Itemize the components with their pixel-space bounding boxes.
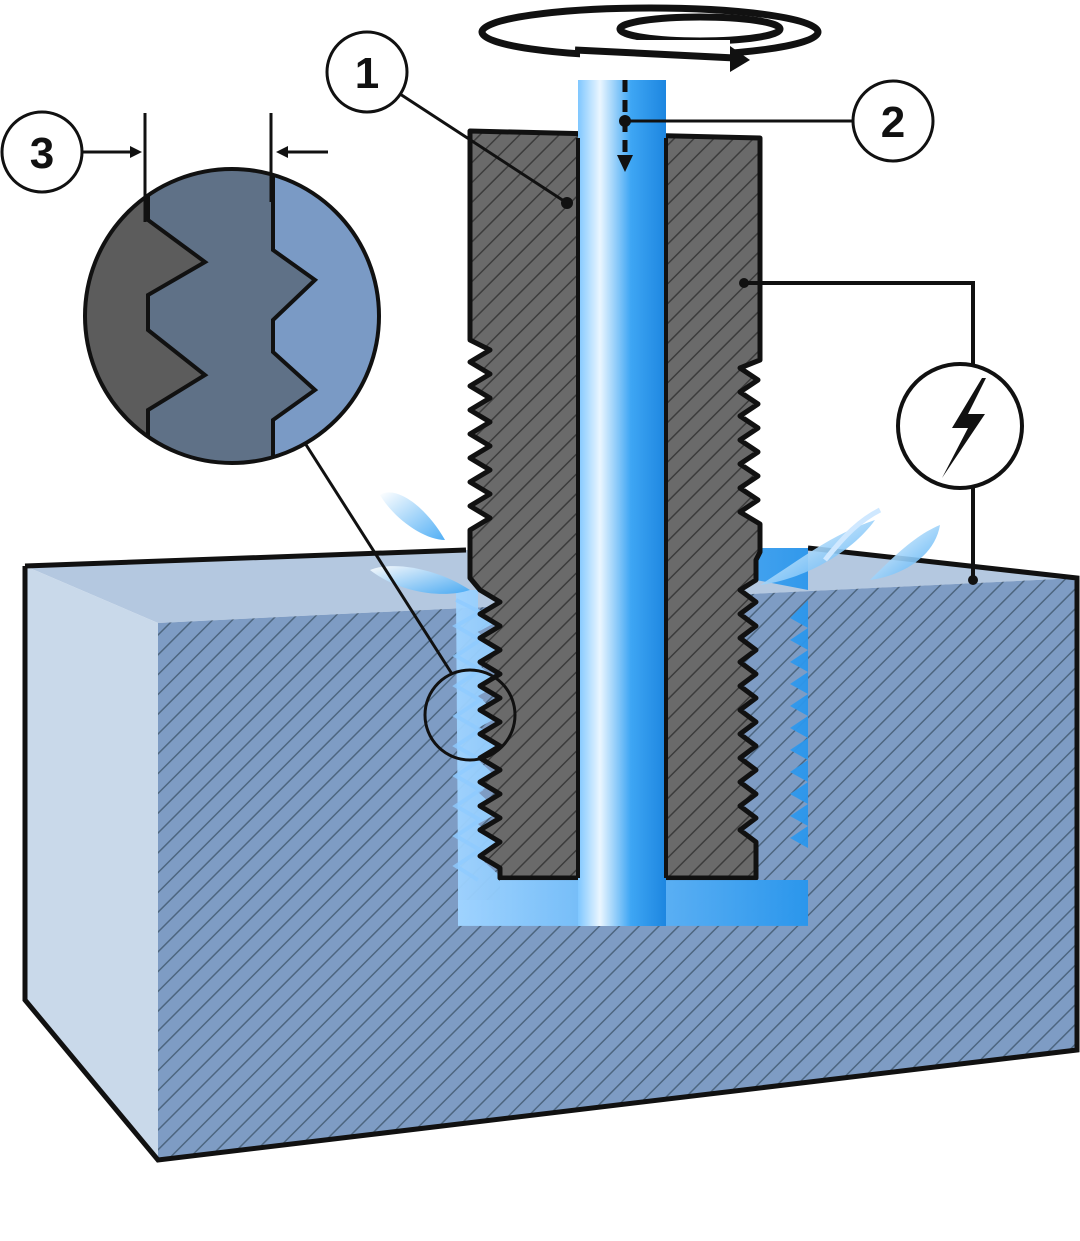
callout-3: 3 [0,110,328,222]
lightning-icon [942,378,986,478]
electrode [458,80,808,926]
flushing-channel [578,80,666,880]
gap-detail-zoom [83,167,517,762]
dielectric-splash [370,492,940,594]
workpiece-left-face [25,566,158,1160]
svg-text:3: 3 [30,129,54,178]
power-supply [739,278,1024,585]
rotation-arrow-icon [478,4,822,72]
svg-text:1: 1 [355,49,379,98]
svg-text:2: 2 [881,98,905,147]
callout-2: 2 [619,79,935,163]
callout-1: 1 [325,30,573,209]
